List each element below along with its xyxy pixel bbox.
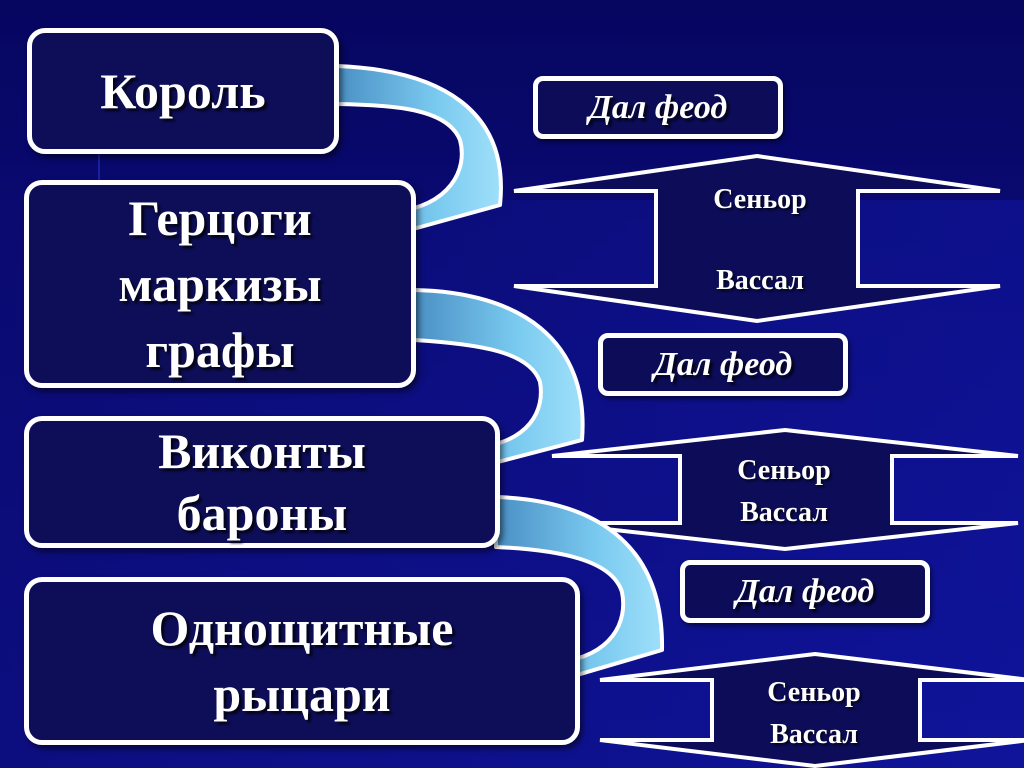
double-arrow-icon <box>513 153 1001 324</box>
senor-label: Сеньор <box>737 455 831 486</box>
knights-label-line1: Однощитные <box>150 600 454 656</box>
counts-label: графы <box>145 322 295 378</box>
barons-label: бароны <box>176 485 348 541</box>
vassal-label: Вассал <box>716 265 804 296</box>
knights-label-line2: рыцари <box>213 666 391 722</box>
king-label: Король <box>100 63 266 119</box>
double-arrow-icon <box>599 651 1024 768</box>
vassal-label: Вассал <box>740 497 828 528</box>
grant-fief-label: Дал феод <box>598 333 848 396</box>
dukes-label: Герцоги <box>128 190 312 246</box>
viscounts-label: Виконты <box>158 423 366 479</box>
grant-fief-label: Дал феод <box>533 76 783 139</box>
knights-box: Однощитные рыцари <box>24 577 580 745</box>
double-arrow-icon <box>551 427 1019 552</box>
marquises-label: маркизы <box>118 256 322 312</box>
senor-label: Сеньор <box>713 184 807 215</box>
senor-label: Сеньор <box>767 677 861 708</box>
king-box: Король <box>27 28 339 154</box>
vassal-label: Вассал <box>770 719 858 750</box>
dukes-box: Герцоги маркизы графы <box>24 180 416 388</box>
background-accent-line <box>98 130 100 190</box>
grant-fief-label: Дал феод <box>680 560 930 623</box>
viscounts-box: Виконты бароны <box>24 416 500 548</box>
